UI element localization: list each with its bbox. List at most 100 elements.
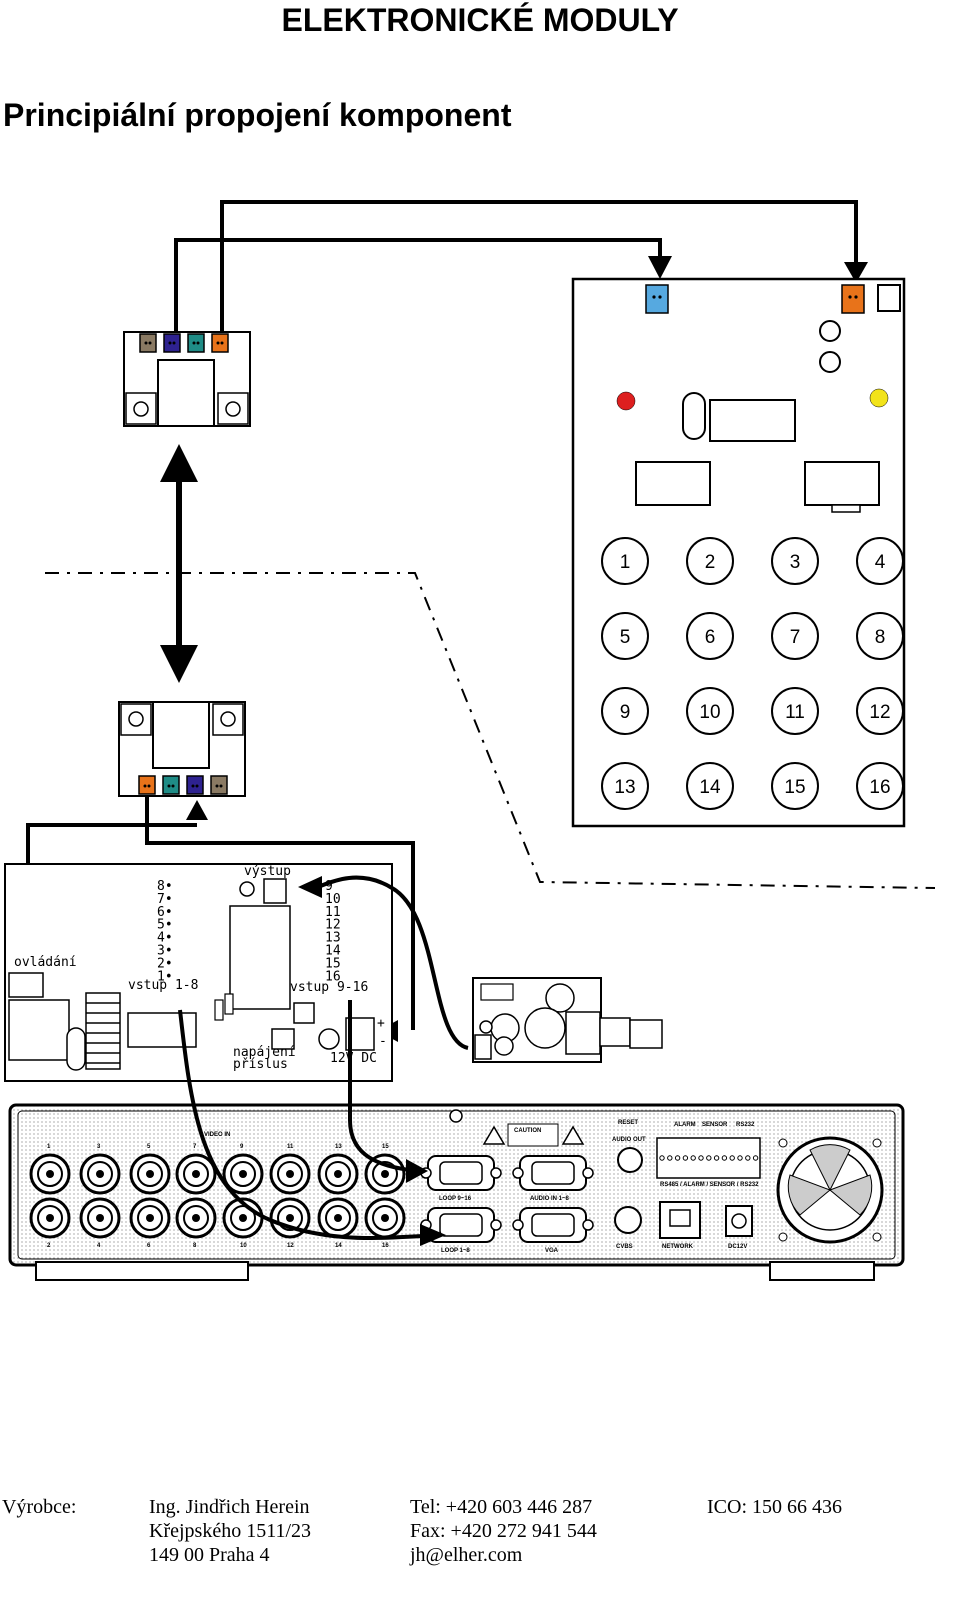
svg-text:AUDIO IN 1~8: AUDIO IN 1~8	[530, 1196, 570, 1202]
keypad-button-label: 15	[784, 777, 805, 798]
dvr-video-in-label: VIDEO IN	[204, 1132, 230, 1138]
keypad-button-3[interactable]: 3	[771, 537, 819, 585]
keypad-button-11[interactable]: 11	[771, 687, 819, 735]
dvr-dc-label: DC12V	[728, 1244, 747, 1250]
svg-text:16: 16	[382, 1243, 389, 1249]
footer-fax: Fax: +420 272 941 544	[410, 1520, 597, 1542]
page-title: ELEKTRONICKÉ MODULY	[281, 2, 679, 38]
keypad-button-label: 16	[869, 777, 890, 798]
switcher-input-5: 5•	[157, 918, 173, 933]
dvr-reset-label: RESET	[618, 1120, 638, 1126]
dvr-rs232-label: RS232	[736, 1122, 755, 1128]
keypad-button-label: 3	[790, 552, 801, 573]
footer-company-id: ICO: 150 66 436	[707, 1495, 842, 1519]
switcher-power-minus: -	[379, 1034, 387, 1049]
dvr-video-in-6: 6	[129, 1197, 171, 1249]
dvr-audio-in-port: AUDIO IN 1~8	[512, 1155, 594, 1202]
keypad-button-label: 2	[705, 552, 716, 573]
dvr-vga-port: VGA	[512, 1207, 594, 1254]
switcher-power-label: 12V DC	[330, 1051, 377, 1066]
keypad-button-label: 12	[869, 702, 890, 723]
keypad-button-14[interactable]: 14	[686, 762, 734, 810]
switcher-input-6: 6•	[157, 905, 173, 920]
svg-text:14: 14	[335, 1243, 342, 1249]
keypad-button-5[interactable]: 5	[601, 612, 649, 660]
screw-icon	[449, 1109, 463, 1123]
switcher-input-8: 8•	[157, 879, 173, 894]
dvr-loop-1-8-port: LOOP 1~8	[420, 1207, 502, 1254]
keypad-button-8[interactable]: 8	[856, 612, 904, 660]
footer-contact: Tel: +420 603 446 287 Fax: +420 272 941 …	[410, 1495, 597, 1567]
wire-video-output	[317, 875, 469, 1050]
switcher-input-15: 15	[325, 956, 341, 971]
switcher-input-3: 3•	[157, 944, 173, 959]
svg-text:12: 12	[287, 1243, 294, 1249]
keypad-button-12[interactable]: 12	[856, 687, 904, 735]
switcher-power-plus: +	[377, 1016, 385, 1031]
dvr-video-in-2: 2	[29, 1197, 71, 1249]
dvr-video-in-1: 1	[29, 1144, 71, 1195]
arrow-to-switcher-output	[298, 876, 322, 898]
svg-text:13: 13	[335, 1144, 342, 1150]
switcher-input-7: 7•	[157, 892, 173, 907]
keypad-button-4[interactable]: 4	[856, 537, 904, 585]
switcher-input-numbers-low: 8•7•6•5•4•3•2•1•	[157, 879, 173, 984]
switcher-input-10: 10	[325, 892, 341, 907]
svg-text:8: 8	[193, 1243, 197, 1249]
keypad-button-7[interactable]: 7	[771, 612, 819, 660]
boundary-dashed-line	[45, 572, 936, 889]
dvr-video-in-14: 14	[317, 1197, 359, 1249]
dvr-alarm-label: ALARM	[674, 1122, 696, 1128]
switcher-input-9: 9	[325, 879, 333, 894]
svg-text:6: 6	[147, 1243, 151, 1249]
footer-name: Ing. Jindřich Herein	[149, 1496, 310, 1518]
switcher-input-4: 4•	[157, 931, 173, 946]
svg-text:11: 11	[287, 1144, 294, 1150]
keypad-button-16[interactable]: 16	[856, 762, 904, 810]
arrow-to-lower-interface	[186, 800, 208, 820]
wire-switcher-to-loop-9-16	[348, 1000, 411, 1172]
keypad-button-15[interactable]: 15	[771, 762, 819, 810]
footer-email[interactable]: jh@elher.com	[410, 1544, 523, 1566]
svg-text:VGA: VGA	[545, 1248, 559, 1254]
keypad-button-2[interactable]: 2	[686, 537, 734, 585]
dvr-video-in-3: 3	[79, 1144, 121, 1195]
dvr-video-in-5: 5	[129, 1144, 171, 1195]
wire-switcher-to-loop-1-8	[178, 1009, 426, 1240]
keypad-button-9[interactable]: 9	[601, 687, 649, 735]
interface-module-lower	[118, 701, 246, 797]
dvr-video-in-8: 8	[175, 1197, 217, 1249]
dvr-video-in-9: 9	[222, 1144, 264, 1195]
keypad-button-label: 4	[875, 552, 886, 573]
led-yellow	[869, 388, 889, 408]
dvr-video-in-15: 15	[364, 1144, 406, 1195]
svg-text:7: 7	[193, 1144, 197, 1150]
dvr-cvbs-port	[614, 1206, 642, 1234]
dvr-rs485-label: RS485 / ALARM / SENSOR / RS232	[660, 1182, 759, 1188]
footer-city: 149 00 Praha 4	[149, 1544, 270, 1566]
svg-text:10: 10	[240, 1243, 247, 1249]
dvr-video-in-4: 4	[79, 1197, 121, 1249]
keypad-button-label: 6	[705, 627, 716, 648]
keypad-button-10[interactable]: 10	[686, 687, 734, 735]
arrow-to-loop-9-16	[406, 1159, 428, 1183]
svg-text:1: 1	[47, 1144, 51, 1150]
footer-tel: Tel: +420 603 446 287	[410, 1496, 593, 1518]
keypad-button-13[interactable]: 13	[601, 762, 649, 810]
dvr-loop-9-16-port: LOOP 9~16	[420, 1155, 502, 1202]
keypad-button-1[interactable]: 1	[601, 537, 649, 585]
dvr-sensor-label: SENSOR	[702, 1122, 728, 1128]
dvr-caution-label: CAUTION	[514, 1128, 541, 1134]
switcher-inputs-high-label: vstup 9-16	[290, 980, 368, 995]
keypad-button-6[interactable]: 6	[686, 612, 734, 660]
keypad-button-label: 1	[620, 552, 631, 573]
switcher-board: výstup 8•7•6•5•4•3•2•1• 910111213141516 …	[4, 863, 393, 1082]
switcher-input-2: 2•	[157, 956, 173, 971]
footer-address: Ing. Jindřich Herein Křejpského 1511/23 …	[149, 1495, 311, 1567]
